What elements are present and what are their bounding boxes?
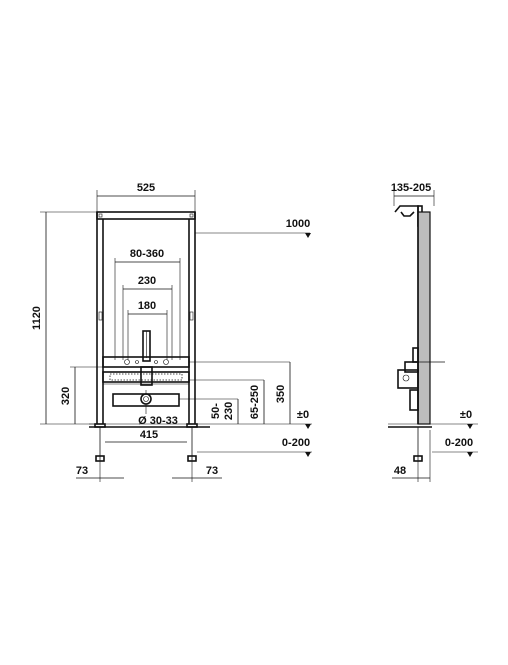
label-side-zero: ±0 (460, 409, 472, 421)
dim-415: 415 (105, 429, 187, 443)
label-415: 415 (140, 429, 158, 441)
dim-depth: 135-205 (391, 182, 435, 206)
side-level-0-200: 0-200 (432, 437, 478, 457)
label-48: 48 (394, 465, 406, 477)
dim-180: 180 (127, 300, 168, 360)
dim-350: 350 (189, 361, 291, 424)
level-0-200: 0-200 (197, 437, 312, 457)
dim-80-360: 80-360 (114, 248, 181, 360)
side-fitting (397, 330, 445, 424)
label-230b: 230 (223, 402, 235, 420)
label-1120: 1120 (31, 306, 43, 330)
label-50: 50- (210, 403, 222, 419)
tap-mount (142, 330, 151, 362)
side-level-zero-arrow-icon (467, 424, 473, 429)
dim-230: 230 (122, 275, 173, 360)
level-0-200-arrow-icon (305, 452, 311, 457)
label-73-left: 73 (76, 465, 88, 477)
dim-offset-48: 48 (392, 430, 431, 482)
label-zero: ±0 (297, 409, 309, 421)
dim-65-250: 65-250 (189, 379, 265, 424)
label-180: 180 (138, 300, 156, 312)
label-1000: 1000 (286, 218, 310, 230)
label-135-205: 135-205 (391, 182, 431, 194)
side-view: 135-205 ±0 (388, 182, 478, 482)
label-73-right: 73 (206, 465, 218, 477)
label-320: 320 (60, 387, 72, 405)
dim-offset-right: 73 (172, 460, 222, 482)
dim-offset-left: 73 (76, 460, 124, 482)
label-525: 525 (137, 182, 155, 194)
drain-outlet (112, 390, 180, 407)
side-column (417, 211, 431, 425)
level-1000: 1000 (195, 218, 311, 238)
label-80-360: 80-360 (130, 248, 164, 260)
level-zero: ±0 (89, 409, 312, 429)
side-level-0-200-arrow-icon (467, 452, 473, 457)
dim-height-320: 320 (60, 366, 103, 424)
side-level-zero: ±0 (388, 409, 478, 462)
label-side-0-200: 0-200 (445, 437, 473, 449)
frame-body (94, 211, 198, 462)
dim-50-230: 50- 230 (179, 398, 239, 424)
label-350: 350 (275, 385, 287, 403)
dim-height-1120: 1120 (31, 211, 97, 425)
label-65-250: 65-250 (249, 385, 261, 419)
level-zero-arrow-icon (305, 424, 311, 429)
label-230: 230 (138, 275, 156, 287)
label-0-200: 0-200 (282, 437, 310, 449)
level-arrow-icon (305, 233, 311, 238)
label-diameter: Ø 30-33 (138, 415, 178, 427)
front-view: 525 1120 (31, 182, 312, 482)
dim-width-525: 525 (96, 182, 196, 212)
